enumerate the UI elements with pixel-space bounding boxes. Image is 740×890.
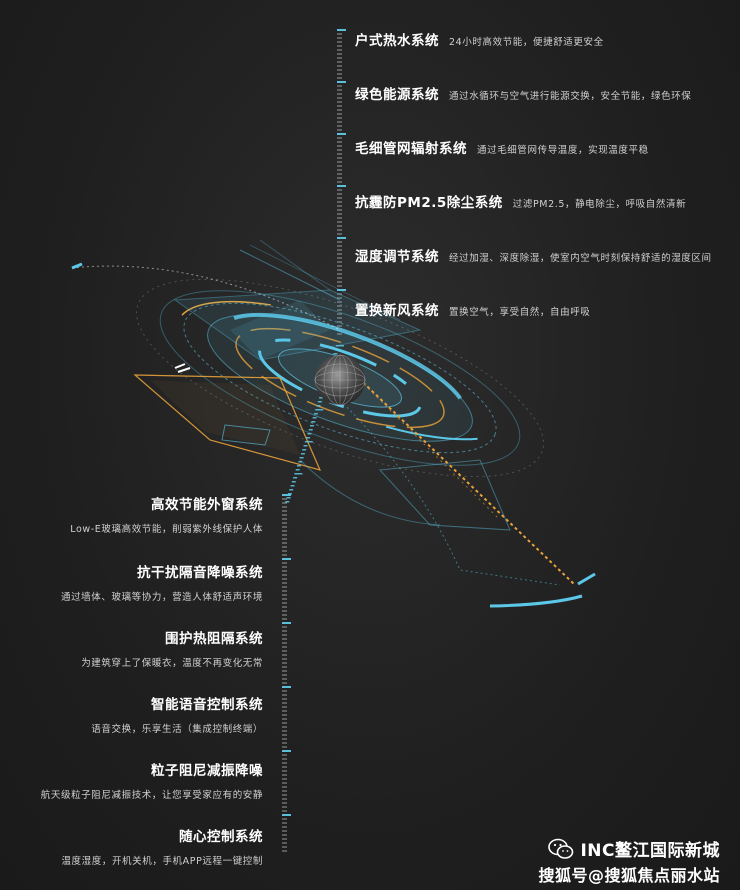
system-item-pm25: 抗霾防PM2.5除尘系统 过滤PM2.5，静电除尘，呼吸自然清新: [355, 191, 686, 211]
ruler-tick: [286, 497, 291, 499]
system-item-fresh-air: 置换新风系统 置换空气，享受自然，自由呼吸: [355, 299, 590, 319]
ruler-tick: [311, 421, 316, 423]
system-desc: 经过加湿、深度除湿，使室内空气时刻保持舒适的湿度区间: [449, 253, 712, 264]
system-title: 湿度调节系统: [355, 249, 439, 265]
system-title: 置换新风系统: [355, 303, 439, 319]
ruler-tick: [307, 433, 312, 435]
system-item-humidity: 湿度调节系统 经过加湿、深度除湿，使室内空气时刻保持舒适的湿度区间: [355, 245, 712, 265]
ruler-tick: [299, 457, 304, 459]
system-title: 高效节能外窗系统: [151, 497, 263, 513]
system-item-remote-control: 随心控制系统 温度湿度，开机关机，手机APP远程一键控制: [61, 825, 263, 867]
ruler-tick: [293, 477, 298, 479]
system-title: 智能语音控制系统: [151, 697, 263, 713]
system-item-green-energy: 绿色能源系统 通过水循环与空气进行能源交换，安全节能，绿色环保: [355, 83, 691, 103]
ruler-tick: [300, 453, 305, 455]
system-desc: 过滤PM2.5，静电除尘，呼吸自然清新: [512, 199, 687, 210]
system-item-damping: 粒子阻尼减振降噪 航天级粒子阻尼减振技术，让您享受家应有的安静: [41, 759, 263, 801]
ruler-tick: [304, 441, 313, 443]
system-item-thermal-barrier: 围护热阻隔系统 为建筑穿上了保暖衣，温度不再变化无常: [81, 627, 263, 669]
system-desc: 置换空气，享受自然，自由呼吸: [449, 307, 591, 318]
ruler-tick: [289, 489, 294, 491]
system-item-soundproof: 抗干扰隔音降噪系统 通过墙体、玻璃等协力，营造人体舒适声环境: [61, 561, 263, 603]
ruler-tick: [303, 445, 308, 447]
system-title: 户式热水系统: [355, 33, 439, 49]
system-desc: Low-E玻璃高效节能，削弱紫外线保护人体: [70, 524, 263, 535]
system-desc: 通过墙体、玻璃等协力，营造人体舒适声环境: [60, 592, 263, 603]
wechat-icon: [548, 838, 574, 859]
hud-sweep-arcs: [71, 262, 596, 608]
system-item-capillary: 毛细管网辐射系统 通过毛细管网传导温度，实现温度平稳: [355, 137, 649, 157]
system-title: 绿色能源系统: [355, 87, 439, 103]
system-desc: 24小时高效节能，便捷舒适更安全: [449, 37, 604, 48]
ruler-tick: [290, 485, 295, 487]
system-desc: 通过水循环与空气进行能源交换，安全节能，绿色环保: [449, 91, 692, 102]
ruler-tick: [334, 349, 339, 351]
ruler-tick: [319, 397, 324, 399]
ruler-tick: [310, 425, 314, 427]
ruler-tick: [298, 461, 303, 463]
ruler-tick: [295, 469, 300, 471]
ruler-tick: [312, 417, 317, 419]
ruler-tick: [316, 405, 321, 407]
hud-panels: [133, 239, 511, 531]
globe-icon: [314, 354, 366, 406]
watermark-line1: INC鳌江国际新城: [580, 841, 720, 861]
ruler-top: [337, 29, 346, 335]
ruler-tick: [306, 437, 311, 439]
system-desc: 航天级粒子阻尼减振技术，让您享受家应有的安静: [40, 790, 263, 801]
ruler-tick: [294, 473, 303, 475]
system-title: 抗干扰隔音降噪系统: [137, 565, 263, 581]
ruler-tick: [287, 493, 292, 495]
ruler-bottom: [282, 494, 291, 852]
system-item-hot-water: 户式热水系统 24小时高效节能，便捷舒适更安全: [355, 29, 604, 49]
ruler-tick: [336, 345, 344, 347]
system-item-voice-control: 智能语音控制系统 语音交换，乐享生活（集成控制终端）: [91, 693, 263, 735]
ruler-tick: [285, 501, 290, 503]
watermark-line2: 搜狐号@搜狐焦点丽水站: [538, 866, 720, 885]
ruler-tick: [315, 409, 324, 411]
system-title: 随心控制系统: [179, 829, 263, 845]
system-title: 抗霾防PM2.5除尘系统: [355, 195, 503, 211]
ruler-tick: [297, 465, 301, 467]
system-desc: 语音交换，乐享生活（集成控制终端）: [91, 724, 263, 735]
ruler-tick: [308, 429, 313, 431]
system-title: 毛细管网辐射系统: [355, 141, 467, 157]
system-item-windows: 高效节能外窗系统 Low-E玻璃高效节能，削弱紫外线保护人体: [70, 493, 263, 535]
ruler-tick: [313, 413, 318, 415]
system-title: 围护热阻隔系统: [165, 631, 263, 647]
system-desc: 通过毛细管网传导温度，实现温度平稳: [477, 145, 649, 156]
ruler-tick: [317, 401, 322, 403]
system-desc: 温度湿度，开机关机，手机APP远程一键控制: [61, 856, 263, 867]
ruler-tick: [302, 449, 307, 451]
system-desc: 为建筑穿上了保暖衣，温度不再变化无常: [81, 658, 263, 669]
watermark: INC鳌江国际新城 搜狐号@搜狐焦点丽水站: [538, 836, 720, 886]
ruler-tick: [291, 481, 296, 483]
system-title: 粒子阻尼减振降噪: [151, 763, 263, 779]
ruler-tick: [333, 353, 338, 355]
